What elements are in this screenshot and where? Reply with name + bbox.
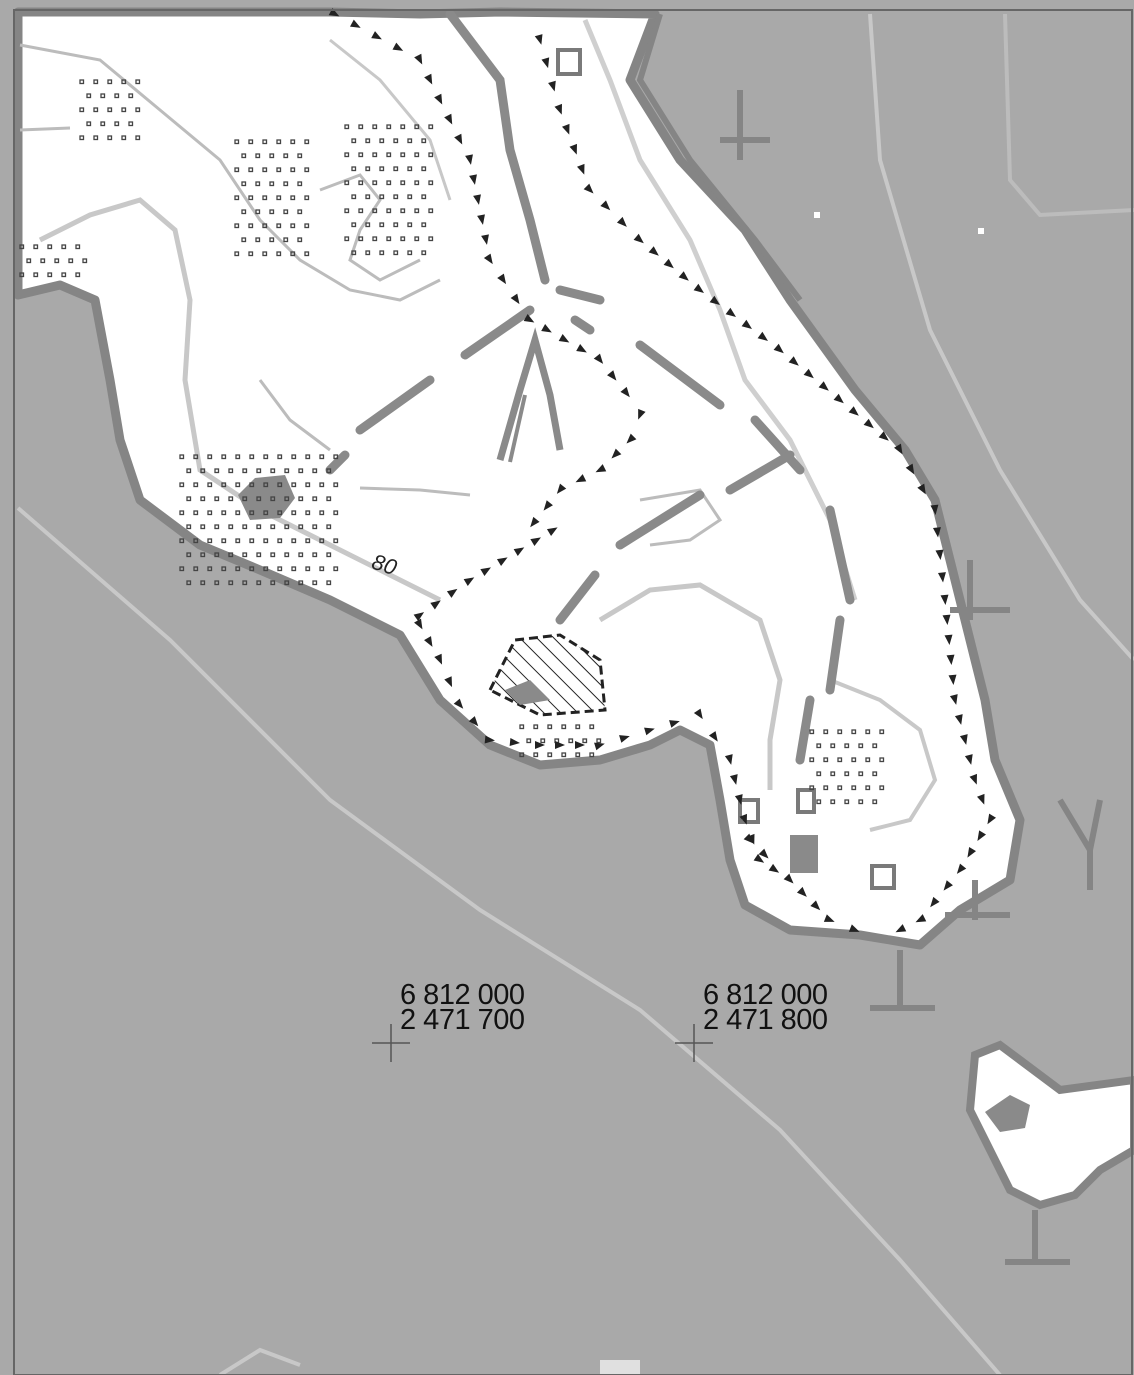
contour-line [38,197,442,603]
grid-label-2: 6 812 000 2 471 800 [703,979,828,1036]
contour-line [19,43,441,302]
contour-line [258,379,331,452]
triangle-boundary-lines [328,8,997,933]
rock-formation [496,327,564,461]
depth-contour [868,13,1134,662]
water-boundary [636,13,803,302]
map-feature [600,1360,640,1375]
stippled-areas [19,79,885,805]
structure-symbols [556,48,896,890]
contour-line [829,678,938,832]
northing-label: 6 812 000 [703,979,828,1011]
contour-line [598,582,783,790]
rock-ridges [325,9,855,765]
islet [814,212,820,218]
island-area [965,1040,1134,1210]
easting-label: 2 471 700 [400,1004,525,1036]
depth-contour [218,1347,301,1375]
contour-line [639,488,723,547]
depth-contour [1003,13,1134,218]
contour-line [329,38,452,201]
grid-cross [675,1024,713,1062]
contour-line [19,126,71,132]
depth-contour [16,506,1002,1375]
easting-label: 2 471 800 [703,1004,828,1036]
islet [978,228,984,234]
map-border [13,9,1133,1375]
northing-label: 6 812 000 [400,979,525,1011]
grid-label-1: 6 812 000 2 471 700 [400,979,525,1036]
contour-line [582,19,858,601]
rock [790,835,818,873]
rock-formation [508,394,527,463]
grid-cross [372,1024,410,1062]
contour-line [359,486,471,497]
rock [505,680,550,705]
rock [985,1095,1030,1132]
bottom-marks [720,90,1103,1265]
contour-line [319,173,421,282]
